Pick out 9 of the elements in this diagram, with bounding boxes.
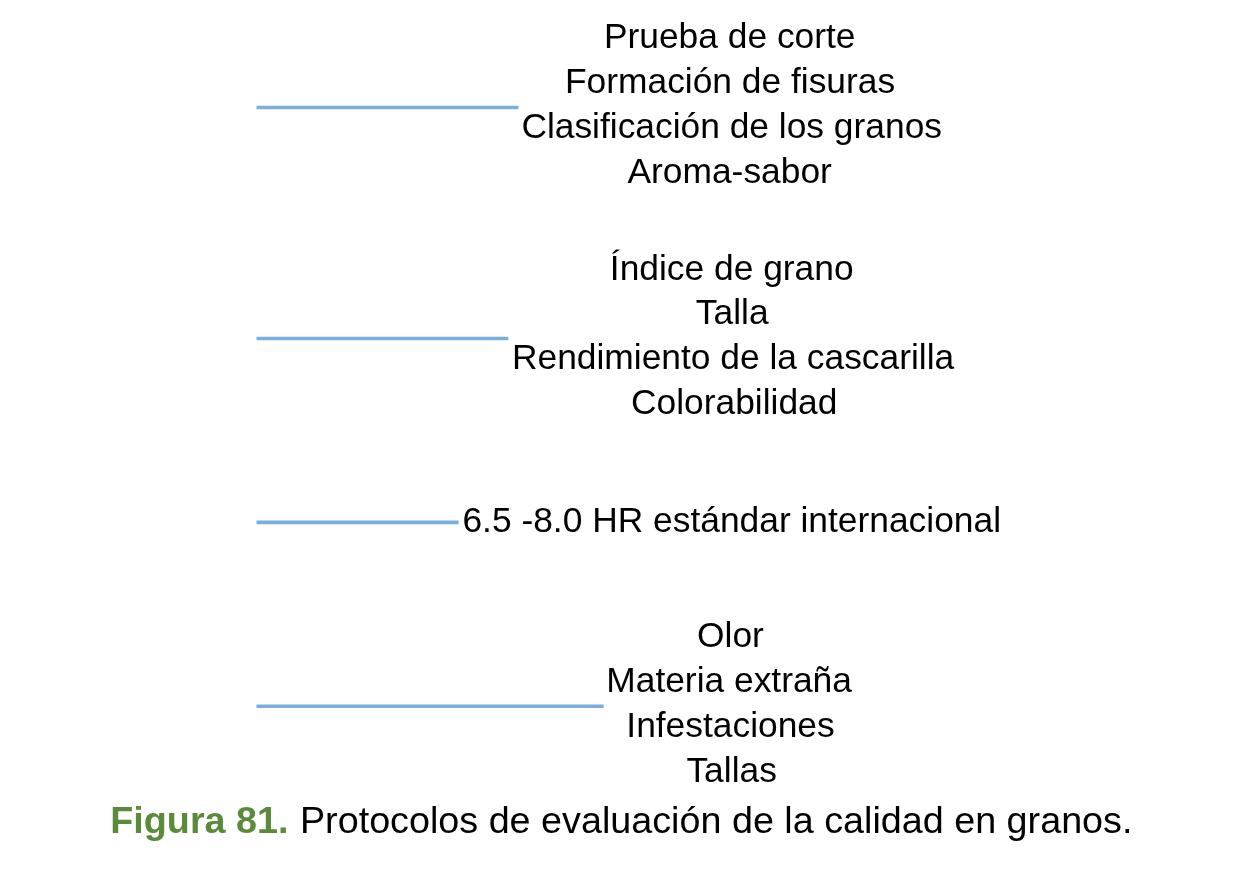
node-text: Prueba de corte Formación de fisuras Clasificación de los granos Aroma-sabor [521, 16, 942, 190]
node-text: 6.5 -8.0 HR estándar internacional [462, 499, 1002, 539]
node-text: Índice de grano Talla Rendimiento de la cascarilla Colorabilidad [511, 247, 955, 421]
connector [256, 105, 519, 110]
caption: Figura 81. Protocolos de evaluación de la calidad en granos. [110, 799, 1133, 842]
connector [256, 704, 604, 709]
connector [256, 520, 459, 525]
node-text: Olor Materia extraña Infestaciones Tallas [606, 615, 852, 789]
connector [256, 336, 509, 341]
